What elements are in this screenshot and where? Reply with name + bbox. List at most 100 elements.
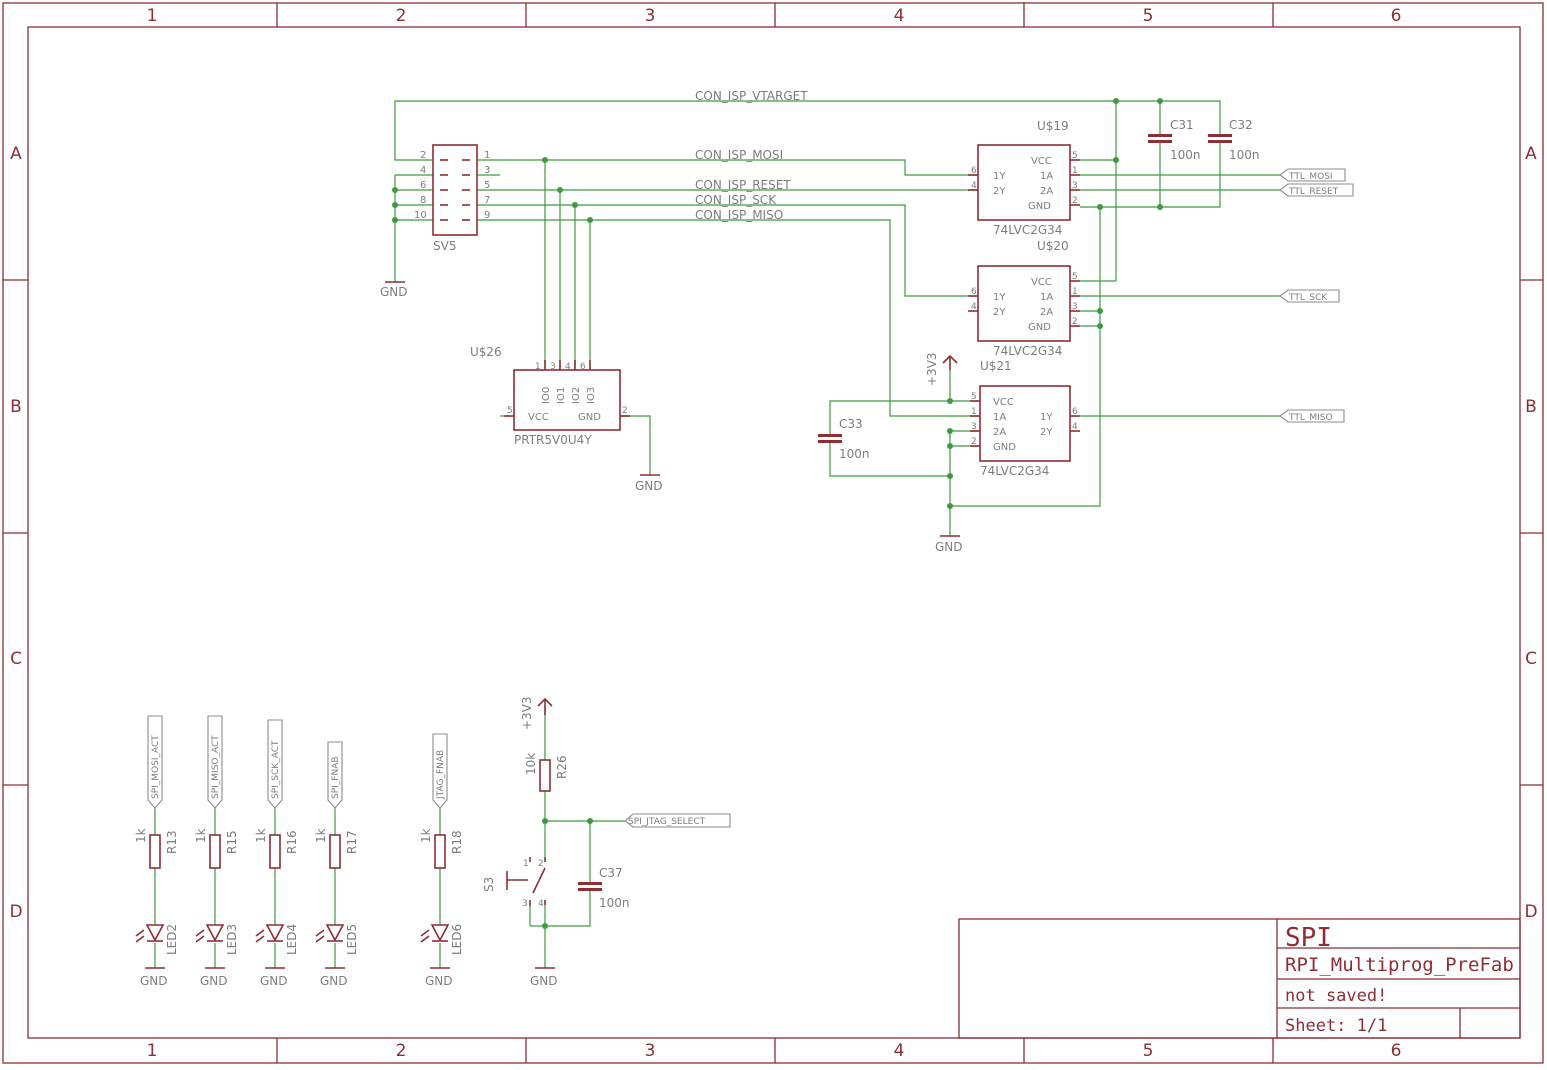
component-value: 100n [599, 896, 630, 910]
component-name: SV5 [433, 239, 456, 253]
supply-label: +3V3 [520, 696, 534, 730]
pin-number: 3 [522, 899, 528, 909]
port-label: TTL_MOSI [1288, 172, 1333, 182]
component-value: 1k [419, 828, 433, 843]
component-value: 1k [314, 828, 328, 843]
light-ray [420, 929, 430, 937]
sheet-title: SPI [1285, 923, 1332, 953]
led-diode-icon [135, 924, 165, 943]
ic-u21: U$21 74LVC2G34 VCC 1A 2A GND 1Y 2Y 5 1 3… [970, 359, 1080, 478]
pin-label: 2Y [993, 307, 1006, 318]
pin-label: 2A [1040, 307, 1053, 318]
led-diode-icon [315, 924, 345, 943]
port-label: TTL_RESET [1288, 187, 1339, 197]
component-value: 1k [254, 828, 268, 843]
pin-label: 1Y [1040, 412, 1053, 423]
pin-number: 1 [971, 407, 977, 417]
pin-label: GND [578, 412, 601, 423]
component-value: PRTR5V0U4Y [514, 433, 592, 447]
pin-number: 6 [971, 287, 977, 297]
pin-label: 1A [993, 412, 1006, 423]
col-label-bottom: 6 [1391, 1041, 1402, 1061]
port-label: SPI_FNAB [331, 756, 341, 799]
component-value: 100n [1229, 148, 1260, 162]
gnd-label: GND [140, 974, 168, 988]
connector-sv5: 2 4 6 8 10 1 3 5 7 9 SV5 [414, 144, 490, 253]
capacitor-c33: C33 100n [818, 417, 870, 461]
capacitor-c31: C31 100n [1148, 118, 1201, 162]
gnd-label: GND [320, 974, 348, 988]
port-spi-fnab: SPI_FNAB [327, 741, 343, 809]
port-spi-miso-act: SPI_MISO_ACT [207, 715, 223, 809]
pin-label: GND [1028, 201, 1051, 212]
component-name: R26 [555, 755, 569, 779]
title-block: SPI RPI_Multiprog_PreFab not saved! Shee… [958, 918, 1521, 1039]
pin-number: 2 [622, 406, 628, 416]
row-label-right: A [1525, 144, 1537, 164]
col-label-top: 5 [1143, 6, 1154, 26]
led-name: LED2 [165, 924, 179, 955]
port-label: TTL_MISO [1288, 413, 1333, 423]
supply-3v3-r26: +3V3 [520, 696, 553, 730]
pin-number: 2 [420, 150, 426, 161]
pin-number: 3 [550, 362, 556, 372]
gnd-label: GND [260, 974, 288, 988]
port-label: TTL_SCK [1288, 293, 1328, 303]
pin-number: 3 [484, 165, 490, 176]
component-name: U$26 [470, 345, 502, 359]
col-label-bottom: 1 [147, 1041, 158, 1061]
light-ray [135, 929, 145, 937]
pin-label: IO3 [586, 387, 597, 404]
component-name: U$21 [980, 359, 1012, 373]
pin-number: 1 [535, 362, 541, 372]
supply-arrow-icon [537, 697, 553, 715]
port-ttl-sck: TTL_SCK [1279, 289, 1340, 303]
diode-triangle [430, 924, 450, 942]
resistor-body [434, 834, 446, 869]
component-name: C31 [1170, 118, 1194, 132]
pin-label: VCC [993, 397, 1014, 408]
col-label-bottom: 4 [894, 1041, 905, 1061]
resistor-body [269, 834, 281, 869]
pin-number: 1 [523, 859, 529, 869]
col-label-top: 2 [396, 6, 407, 26]
component-value: 74LVC2G34 [980, 464, 1049, 478]
pin-number: 3 [971, 422, 977, 432]
pin-label: 1A [1040, 171, 1053, 182]
light-ray [315, 935, 325, 943]
led-name: LED5 [345, 924, 359, 955]
component-value: 100n [1170, 148, 1201, 162]
row-label-left: D [9, 902, 22, 922]
ic-u19: U$19 74LVC2G34 1Y 2Y VCC 1A 2A GND 6 4 5… [968, 119, 1080, 237]
pin-label: IO2 [571, 387, 582, 404]
resistor-body [329, 834, 341, 869]
col-label-top: 6 [1391, 6, 1402, 26]
led-name: LED3 [225, 924, 239, 955]
pin-label: VCC [1031, 277, 1052, 288]
led-name: LED6 [450, 924, 464, 955]
port-label: SPI_MOSI_ACT [151, 735, 161, 799]
port-label: SPI_MISO_ACT [211, 735, 221, 799]
pin-number: 1 [1072, 287, 1078, 297]
port-ttl-mosi: TTL_MOSI [1279, 168, 1346, 182]
component-name: R16 [285, 830, 299, 854]
ic-u20: U$20 74LVC2G34 1Y 2Y VCC 1A 2A GND 6 4 5… [968, 239, 1080, 358]
pin-number: 5 [1072, 272, 1078, 282]
pin-number: 6 [580, 362, 586, 372]
light-ray [315, 929, 325, 937]
component-value: 10k [524, 753, 538, 775]
pin-number: 1 [1072, 166, 1078, 176]
pin-number: 9 [484, 210, 490, 221]
pin-number: 3 [1072, 181, 1078, 191]
net-label-sck: CON_ISP_SCK [695, 193, 777, 207]
light-ray [255, 929, 265, 937]
supply-3v3-u21: +3V3 [925, 352, 958, 386]
row-label-left: B [10, 397, 22, 417]
pin-label: 1A [1040, 292, 1053, 303]
pin-number: 6 [420, 180, 426, 191]
supply-arrow-icon [942, 354, 958, 370]
